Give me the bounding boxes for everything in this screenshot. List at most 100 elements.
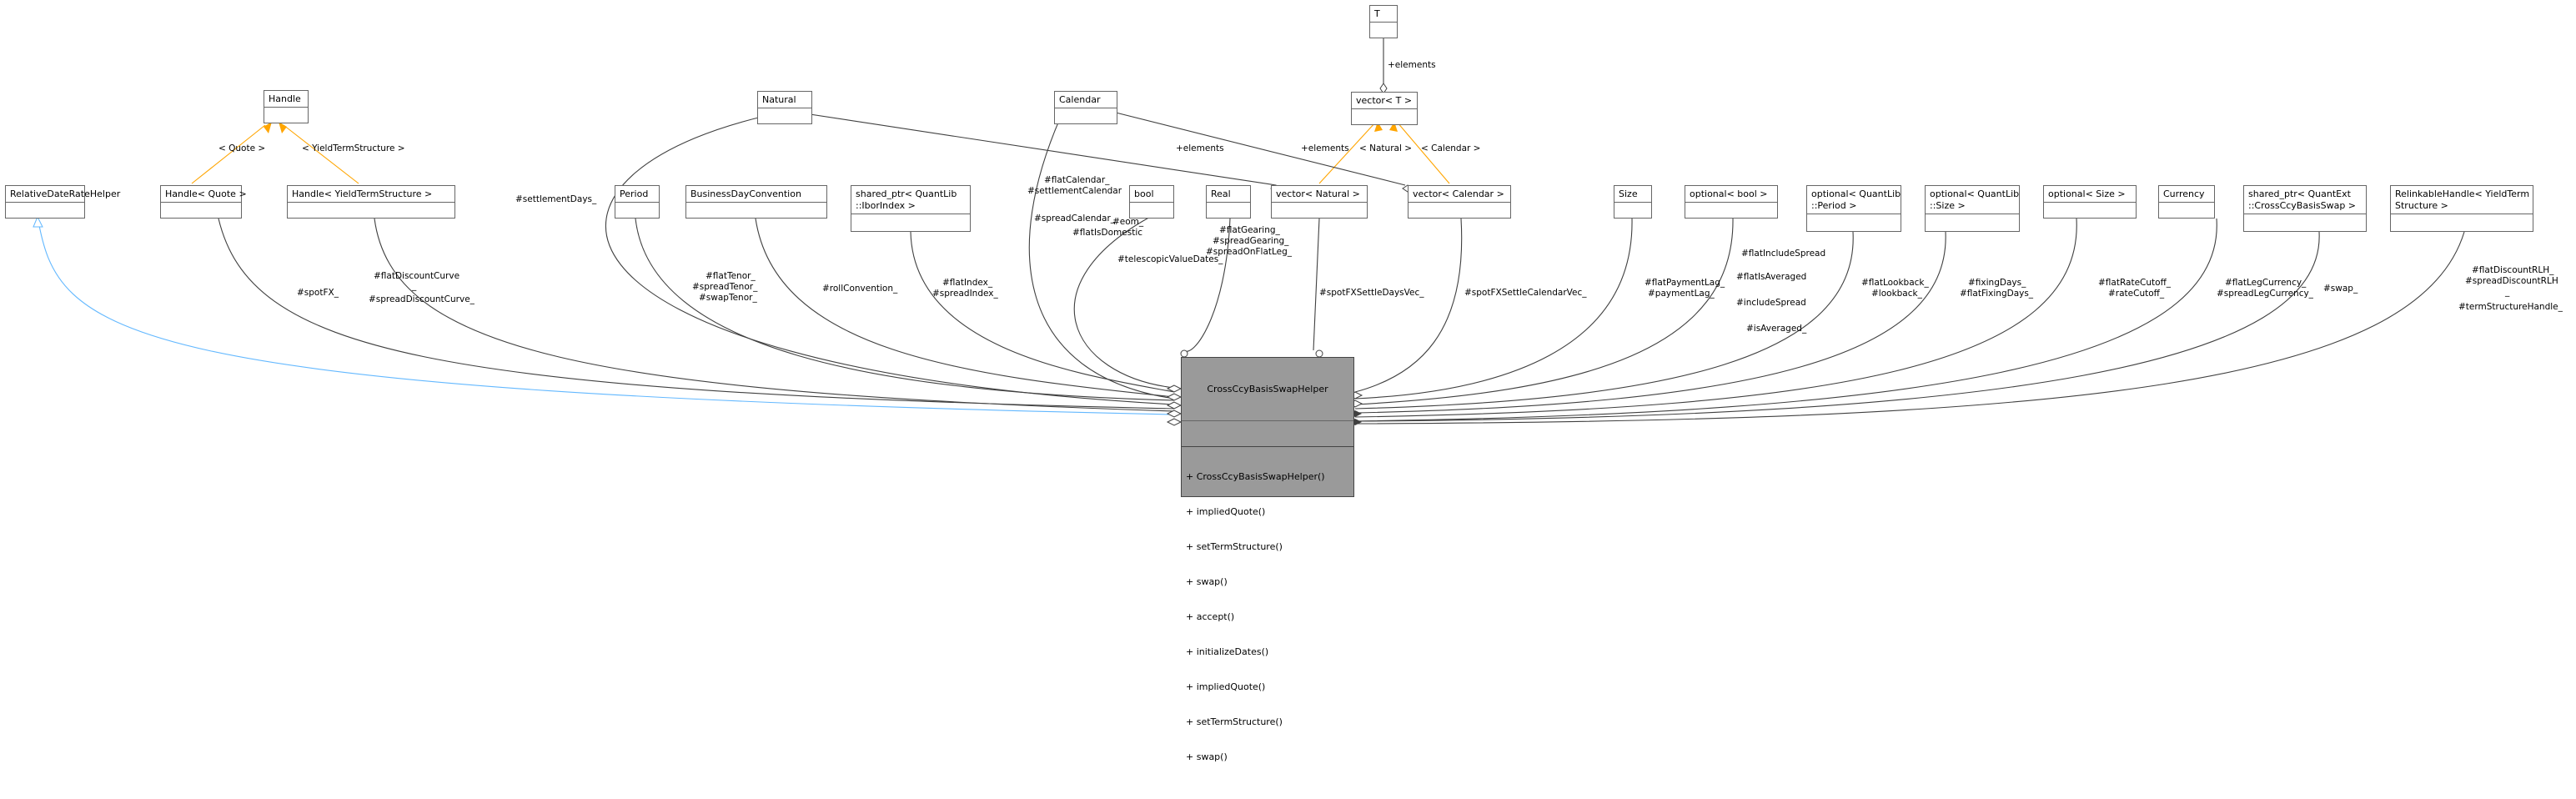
attributes-compartment: [1614, 202, 1651, 203]
op: + impliedQuote(): [1186, 506, 1266, 517]
template-arrow-vector-natural: [1374, 122, 1383, 132]
op: + impliedQuote(): [1186, 681, 1266, 692]
class-name: Period: [620, 188, 649, 199]
class-name: Handle: [269, 93, 301, 104]
attributes-compartment: [264, 107, 308, 108]
edge-natural-vector: [787, 110, 1277, 186]
attributes-compartment: [1370, 22, 1397, 23]
label-elements-calendar: +elements: [1301, 143, 1349, 153]
diamond-left-3: [1166, 401, 1183, 410]
attributes-compartment: [1207, 202, 1250, 203]
class-handle[interactable]: Handle: [264, 90, 309, 123]
class-optional-period[interactable]: optional< QuantLib::Period >: [1806, 185, 1901, 232]
class-vector-t[interactable]: vector< T >: [1351, 92, 1418, 125]
attributes-compartment: [6, 202, 84, 203]
class-currency[interactable]: Currency: [2158, 185, 2215, 219]
class-shared-ptr-swap[interactable]: shared_ptr< QuantExt::CrossCcyBasisSwap …: [2243, 185, 2367, 232]
class-vector-calendar[interactable]: vector< Calendar >: [1408, 185, 1511, 219]
class-name-cont: ::Size >: [1930, 200, 1966, 211]
diamond-left-1: [1166, 384, 1183, 393]
label-spreadcalendar: #spreadCalendar_: [1034, 214, 1116, 224]
attributes-compartment: [615, 202, 659, 203]
class-real[interactable]: Real: [1206, 185, 1251, 219]
class-name: Size: [1619, 188, 1638, 199]
label-includespread: #includeSpread: [1736, 298, 1806, 308]
attributes-compartment: [1409, 202, 1510, 203]
class-name-cont: ::CrossCcyBasisSwap >: [2248, 200, 2357, 211]
edge-vectorcalendar: [1354, 218, 1463, 393]
label-spreadgearing: #spreadGearing_: [1213, 236, 1289, 246]
edge-real: [1183, 218, 1231, 352]
op: + swap(): [1186, 576, 1228, 587]
edge-size: [1354, 218, 1633, 400]
class-crossccybasisswaphelper[interactable]: CrossCcyBasisSwapHelper + CrossCcyBasisS…: [1181, 357, 1354, 762]
class-bool[interactable]: bool: [1129, 185, 1174, 219]
class-size[interactable]: Size: [1614, 185, 1652, 219]
attributes-compartment: [1130, 202, 1173, 203]
class-natural[interactable]: Natural: [757, 91, 812, 124]
class-name: vector< T >: [1356, 95, 1413, 106]
class-period[interactable]: Period: [615, 185, 660, 219]
edge-optsize: [1354, 231, 1946, 414]
class-name: Handle< YieldTermStructure >: [292, 188, 433, 199]
class-handle-yts[interactable]: Handle< YieldTermStructure >: [287, 185, 455, 219]
template-arrow-handle: [264, 122, 272, 133]
label-discountcurve-sep: _: [412, 281, 417, 291]
operations-compartment: + CrossCcyBasisSwapHelper() + impliedQuo…: [1182, 446, 1353, 787]
edge-template-yts: [283, 124, 359, 184]
class-relativedateratehelper[interactable]: RelativeDateRateHelper: [5, 185, 120, 219]
label-flatisdomestic: #flatIsDomestic: [1072, 228, 1143, 238]
label-flatfixingdays: #flatFixingDays_: [1960, 289, 2034, 299]
class-vector-natural[interactable]: vector< Natural >: [1271, 185, 1368, 219]
class-calendar[interactable]: Calendar: [1054, 91, 1117, 124]
op: + swap(): [1186, 751, 1228, 762]
attributes-compartment: [288, 202, 454, 203]
label-spotfx: #spotFX_: [297, 288, 339, 298]
label-spotfxsettledaysvec: #spotFXSettleDaysVec_: [1319, 288, 1424, 298]
class-name: T: [1374, 8, 1380, 19]
class-name: RelinkableHandle< YieldTerm: [2395, 188, 2530, 199]
diamond-left-5: [1166, 418, 1183, 426]
class-businessdayconvention[interactable]: BusinessDayConvention: [685, 185, 827, 219]
edge-index: [910, 231, 1175, 393]
class-diagram: [33, 38, 2465, 426]
class-name: Real: [1211, 188, 1231, 199]
label-termstructurehandle: #termStructureHandle_: [2458, 302, 2563, 312]
label-flatlegcurrency: #flatLegCurrency_: [2225, 278, 2307, 288]
edge-inheritance: [37, 216, 1175, 415]
class-optional-size[interactable]: optional< Size >: [2043, 185, 2137, 219]
class-name: optional< QuantLib: [1930, 188, 2020, 199]
label-flatindex: #flatIndex_: [942, 278, 993, 288]
class-name: shared_ptr< QuantExt: [2248, 188, 2351, 199]
attributes-compartment: [1685, 202, 1777, 203]
class-name: CrossCcyBasisSwapHelper: [1207, 384, 1328, 394]
label-flatlookback: #flatLookback_: [1861, 278, 1929, 288]
label-flatgearing: #flatGearing_: [1219, 225, 1280, 235]
label-elements-natural: +elements: [1176, 143, 1224, 153]
class-name: shared_ptr< QuantLib: [856, 188, 957, 199]
label-ratecutoff: #rateCutoff_: [2108, 289, 2165, 299]
class-name-cont: Structure >: [2395, 200, 2448, 211]
label-natural-arg: < Natural >: [1359, 143, 1412, 153]
class-name-cont: ::IborIndex >: [856, 200, 916, 211]
class-handle-quote[interactable]: Handle< Quote >: [160, 185, 247, 219]
label-spreadindex: #spreadIndex_: [932, 289, 998, 299]
label-swaptenor: #swapTenor_: [699, 293, 757, 303]
class-name: optional< bool >: [1690, 188, 1768, 199]
edge-calendar-vector: [1108, 110, 1406, 186]
class-optional-bool[interactable]: optional< bool >: [1685, 185, 1778, 219]
label-settlementcalendar: #settlementCalendar: [1027, 186, 1122, 196]
label-flatincludespread: #flatIncludeSpread: [1741, 249, 1826, 259]
label-quote: < Quote >: [218, 143, 266, 153]
class-iborindex-ptr[interactable]: shared_ptr< QuantLib::IborIndex >: [851, 185, 971, 232]
edge-template-calendar: [1396, 121, 1450, 184]
class-t[interactable]: T: [1369, 5, 1398, 38]
label-spreaddiscountrlh: #spreadDiscountRLH: [2465, 276, 2558, 286]
class-optional-size-ql[interactable]: optional< QuantLib::Size >: [1925, 185, 2020, 232]
label-swap: #swap_: [2323, 284, 2358, 294]
label-spreadonflatleg: #spreadOnFlatLeg_: [1206, 247, 1293, 257]
edge-template-natural: [1318, 121, 1377, 184]
label-flatpaymentlag: #flatPaymentLag_: [1645, 278, 1725, 288]
label-spreaddiscountcurve: #spreadDiscountCurve_: [369, 294, 475, 304]
